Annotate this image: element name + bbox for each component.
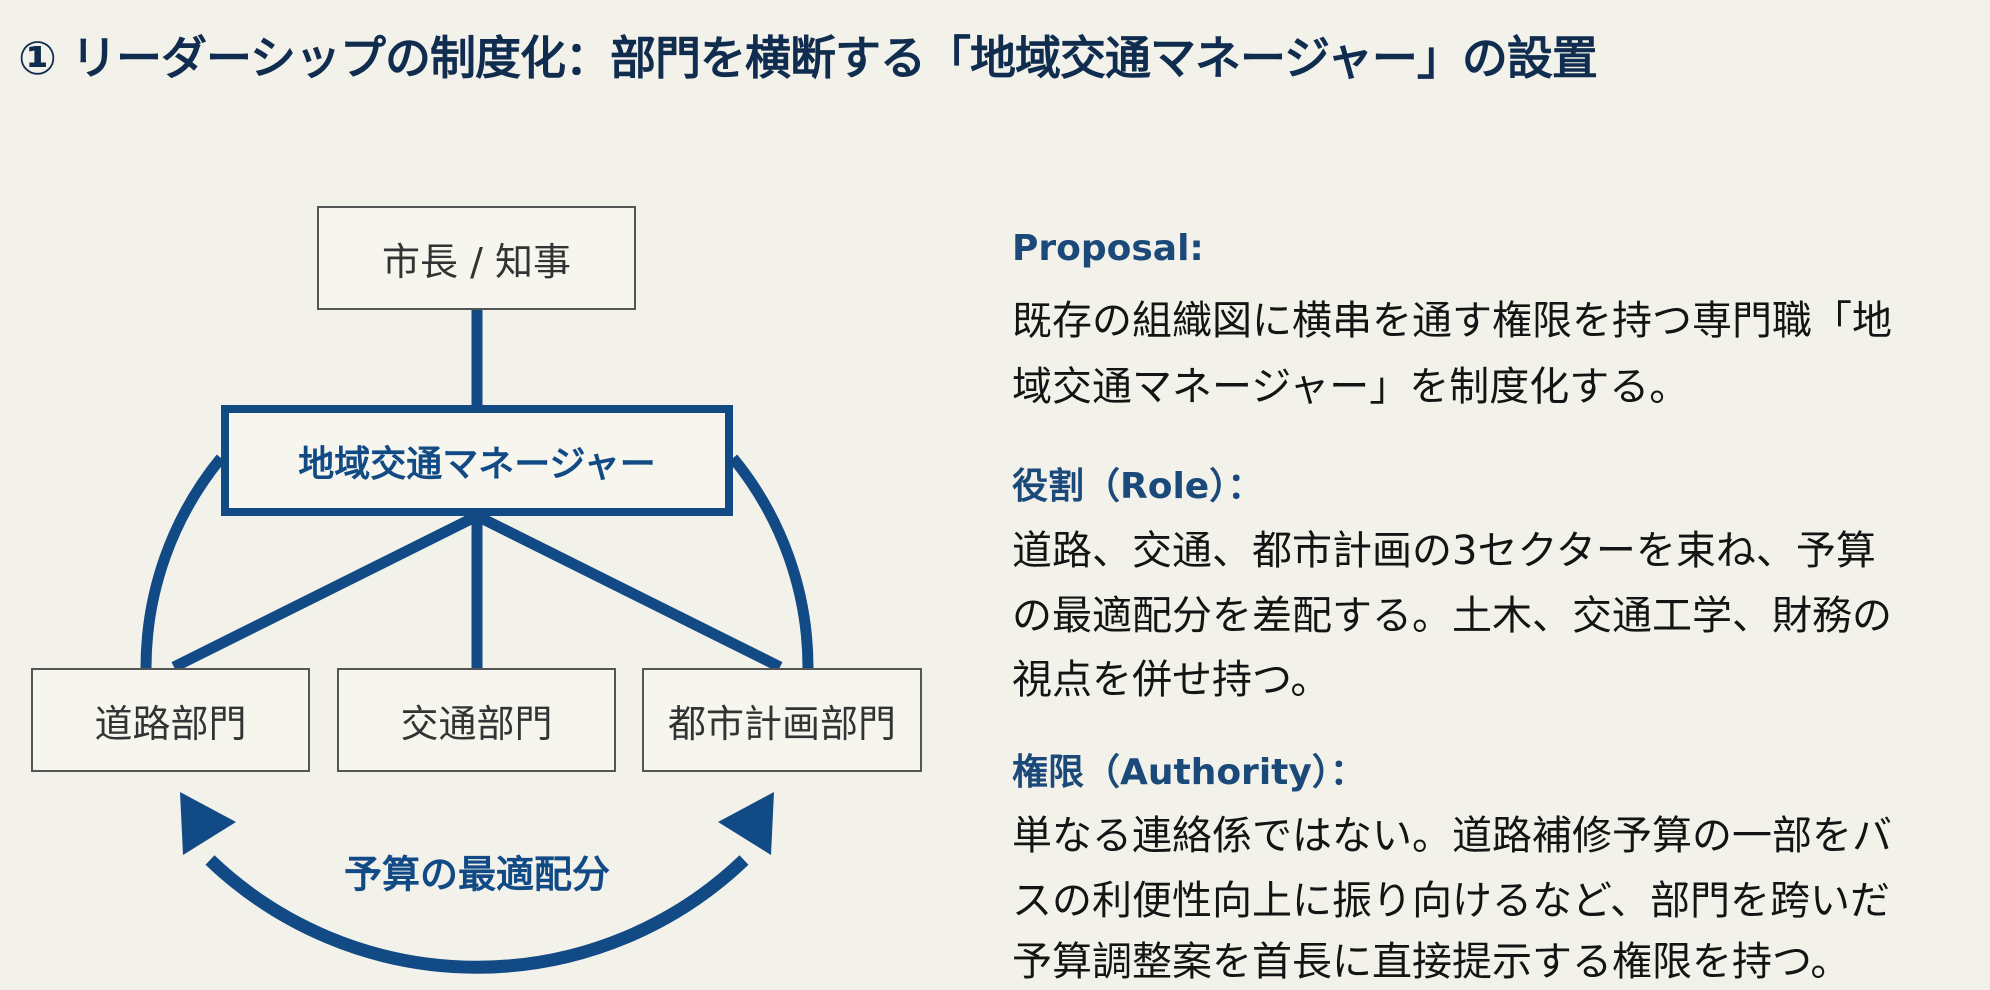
proposal-text-line: 既存の組織図に横串を通す権限を持つ専門職「地 bbox=[1012, 298, 1892, 344]
department-road-box: 道路部門 bbox=[31, 668, 310, 772]
connector-manager-to-road bbox=[171, 511, 480, 672]
proposal-text-line: 域交通マネージャー」を制度化する。 bbox=[1012, 364, 1690, 410]
coordination-arc-left bbox=[140, 454, 226, 669]
department-label: 交通部門 bbox=[400, 701, 553, 746]
budget-arrow-arc bbox=[205, 855, 749, 974]
arrowhead-right-icon bbox=[718, 792, 774, 855]
coordination-arc-right bbox=[728, 454, 814, 669]
role-heading: 役割（Role）： bbox=[1012, 466, 1264, 507]
connector-manager-to-planning bbox=[474, 511, 783, 672]
authority-text-line: 予算調整案を首長に直接提示する権限を持つ。 bbox=[1012, 939, 1851, 985]
mayor-governor-label: 市長 / 知事 bbox=[382, 239, 571, 284]
authority-heading: 権限（Authority）： bbox=[1012, 752, 1366, 793]
mayor-governor-box: 市長 / 知事 bbox=[317, 206, 636, 310]
authority-text-line: 単なる連絡係ではない。道路補修予算の一部をバ bbox=[1012, 813, 1892, 859]
org-chart-connectors bbox=[140, 310, 814, 974]
budget-allocation-label: 予算の最適配分 bbox=[343, 852, 611, 897]
authority-text-line: スの利便性向上に振り向けるなど、部門を跨いだ bbox=[1012, 878, 1890, 924]
department-label: 道路部門 bbox=[94, 701, 247, 746]
page-title: ① リーダーシップの制度化：部門を横断する「地域交通マネージャー」の設置 bbox=[18, 31, 1598, 85]
manager-label: 地域交通マネージャー bbox=[298, 443, 656, 485]
department-label: 都市計画部門 bbox=[667, 701, 896, 746]
role-text-line: の最適配分を差配する。土木、交通工学、財務の bbox=[1012, 593, 1892, 639]
arrowhead-left-icon bbox=[180, 792, 236, 855]
proposal-heading: Proposal: bbox=[1012, 228, 1204, 269]
department-transit-box: 交通部門 bbox=[337, 668, 616, 772]
department-urban-planning-box: 都市計画部門 bbox=[642, 668, 922, 772]
regional-transport-manager-box: 地域交通マネージャー bbox=[221, 405, 733, 516]
role-text-line: 道路、交通、都市計画の3セクターを束ね、予算 bbox=[1012, 528, 1876, 574]
role-text-line: 視点を併せ持つ。 bbox=[1012, 657, 1331, 703]
